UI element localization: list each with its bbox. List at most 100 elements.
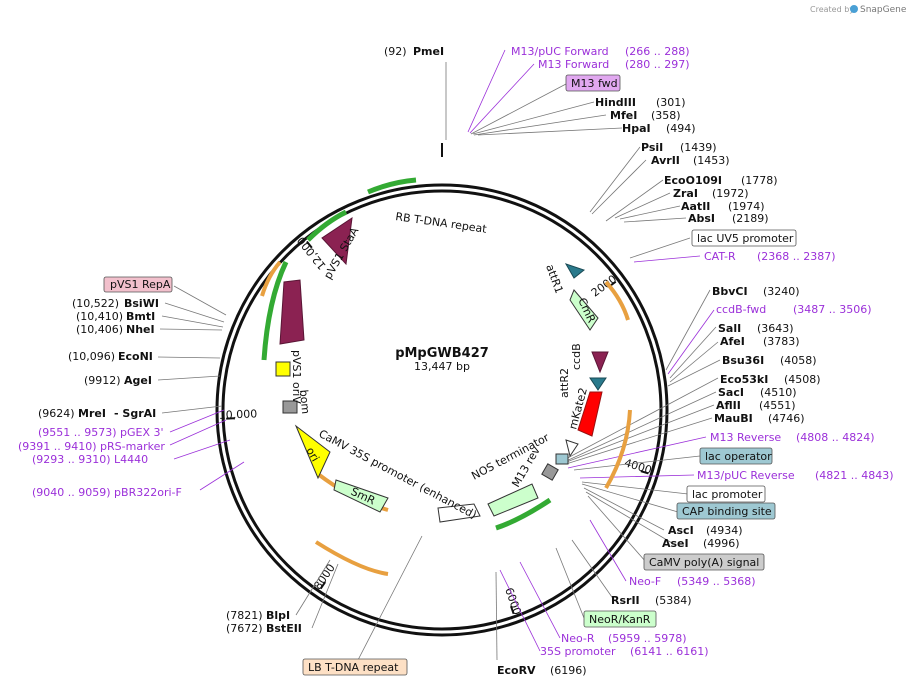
feature-ori-arrow	[294, 424, 331, 480]
pvs1-repa-box[interactable]	[103, 276, 173, 293]
bsu36i-name[interactable]: Bsu36I	[722, 354, 764, 367]
neo-f-primer[interactable]: Neo-F	[629, 575, 661, 588]
lac-promoter-box[interactable]	[686, 485, 766, 503]
snapgene-logo-icon	[850, 5, 858, 13]
feature-pvs1-oriv-arrow	[279, 279, 305, 345]
bsu36i-pos: (4058)	[780, 354, 817, 367]
plasmid-name: pMpGWB427	[395, 346, 489, 361]
avrii-name[interactable]: AvrII	[651, 154, 680, 167]
saci-name[interactable]: SacI	[718, 386, 744, 399]
blpi-pos: (7821)	[226, 609, 263, 622]
aatii-pos: (1974)	[728, 200, 765, 213]
camv-polya-box[interactable]	[643, 553, 765, 571]
pvs1-oriv-label: pVS1 oriV	[290, 350, 303, 404]
sgrai-name[interactable]: - SgrAI	[114, 407, 156, 420]
m13-puc-reverse-primer[interactable]: M13/pUC Reverse	[697, 469, 795, 482]
sali-pos: (3643)	[757, 322, 794, 335]
lac-uv5-box[interactable]	[691, 229, 797, 247]
lb-tdna-box[interactable]	[302, 658, 408, 676]
absi-pos: (2189)	[732, 212, 769, 225]
m13-reverse-primer[interactable]: M13 Reverse	[710, 431, 781, 444]
feature-bom-mark	[282, 400, 298, 414]
pmei-pos: (92)	[384, 45, 407, 58]
mfei-name[interactable]: MfeI	[610, 109, 637, 122]
econi-name[interactable]: EcoNI	[118, 350, 153, 363]
tick-label: 4000	[623, 456, 654, 477]
afei-name[interactable]: AfeI	[720, 335, 745, 348]
m13-fwd-box[interactable]	[565, 74, 621, 92]
ecorv-name[interactable]: EcoRV	[497, 664, 536, 677]
bsiwi-name[interactable]: BsiWI	[124, 297, 159, 310]
mrei-name[interactable]: MreI	[78, 407, 106, 420]
feature-yellow-square	[275, 361, 291, 377]
aatii-name[interactable]: AatII	[681, 200, 710, 213]
bsteii-name[interactable]: BstEII	[266, 622, 302, 635]
ecorv-pos: (6196)	[550, 664, 587, 677]
feature-attr2-mark	[589, 377, 607, 391]
l4440-primer[interactable]: (9293 .. 9310) L4440	[32, 453, 148, 466]
cat-r-primer[interactable]: CAT-R	[704, 250, 736, 263]
m13-forward-primer[interactable]: M13 Forward	[538, 58, 609, 71]
eco53ki-pos: (4508)	[784, 373, 821, 386]
outer-arrow-4	[260, 260, 282, 297]
nhei-pos: (10,406)	[76, 323, 123, 336]
lac-promoter-label: lac promoter	[692, 488, 763, 501]
prs-marker-primer[interactable]: (9391 .. 9410) pRS-marker	[18, 440, 165, 453]
bsteii-pos: (7672)	[226, 622, 263, 635]
ccdb-fwd-primer[interactable]: ccdB-fwd	[716, 303, 766, 316]
zrai-name[interactable]: ZraI	[673, 187, 698, 200]
35s-promoter-primer[interactable]: 35S promoter	[540, 645, 616, 658]
absi-name[interactable]: AbsI	[688, 212, 715, 225]
credit: Created by SnapGene	[810, 5, 907, 15]
bbvci-pos: (3240)	[763, 285, 800, 298]
cap-binding-site-box[interactable]	[676, 502, 776, 520]
neor-kanr-box[interactable]	[583, 610, 657, 628]
psii-name[interactable]: PsiI	[641, 141, 663, 154]
eco53ki-name[interactable]: Eco53kI	[720, 373, 768, 386]
nhei-name[interactable]: NheI	[126, 323, 155, 336]
m13-puc-reverse-range: (4821 .. 4843)	[815, 469, 894, 482]
m13-forward-range: (280 .. 297)	[625, 58, 690, 71]
agei-name[interactable]: AgeI	[124, 374, 152, 387]
tick-mark	[306, 240, 313, 249]
ccdb-fwd-range: (3487 .. 3506)	[793, 303, 872, 316]
hpai-pos: (494)	[666, 122, 696, 135]
feature-nos-arrow	[487, 483, 539, 517]
hindiii-name[interactable]: HindIII	[595, 96, 636, 109]
psii-pos: (1439)	[680, 141, 717, 154]
hpai-name[interactable]: HpaI	[622, 122, 651, 135]
outer-arrow-7	[604, 409, 632, 490]
lac-operator-label: lac operator	[705, 450, 772, 463]
m13-puc-forward-primer[interactable]: M13/pUC Forward	[511, 45, 609, 58]
bmti-pos: (10,410)	[76, 310, 123, 323]
outer-arrow-1	[367, 177, 417, 195]
pgex3-primer[interactable]: (9551 .. 9573) pGEX 3'	[38, 426, 164, 439]
hindiii-pos: (301)	[656, 96, 686, 109]
agei-pos: (9912)	[84, 374, 121, 387]
sali-name[interactable]: SalI	[718, 322, 741, 335]
aflii-name[interactable]: AflII	[716, 399, 741, 412]
saci-pos: (4510)	[760, 386, 797, 399]
ecoo109i-name[interactable]: EcoO109I	[664, 174, 722, 187]
avrii-pos: (1453)	[693, 154, 730, 167]
asei-name[interactable]: AseI	[662, 537, 689, 550]
asci-pos: (4934)	[706, 524, 743, 537]
asci-name[interactable]: AscI	[668, 524, 694, 537]
maubi-name[interactable]: MauBI	[714, 412, 753, 425]
credit-prefix: Created by	[810, 5, 854, 14]
bom-label: bom	[297, 389, 312, 414]
blpi-name[interactable]: BlpI	[266, 609, 290, 622]
plasmid-length: 13,447 bp	[414, 360, 470, 373]
rsrii-name[interactable]: RsrII	[611, 594, 640, 607]
neo-r-primer[interactable]: Neo-R	[561, 632, 595, 645]
bbvci-name[interactable]: BbvCI	[712, 285, 748, 298]
mfei-pos: (358)	[651, 109, 681, 122]
pbr322ori-primer[interactable]: (9040 .. 9059) pBR322ori-F	[32, 486, 182, 499]
econi-pos: (10,096)	[68, 350, 115, 363]
lac-operator-box[interactable]	[699, 447, 773, 465]
35s-promoter-range: (6141 .. 6161)	[630, 645, 709, 658]
bmti-name[interactable]: BmtI	[126, 310, 155, 323]
pmei-name[interactable]: PmeI	[413, 45, 444, 58]
tick-mark	[319, 581, 326, 590]
afei-pos: (3783)	[763, 335, 800, 348]
